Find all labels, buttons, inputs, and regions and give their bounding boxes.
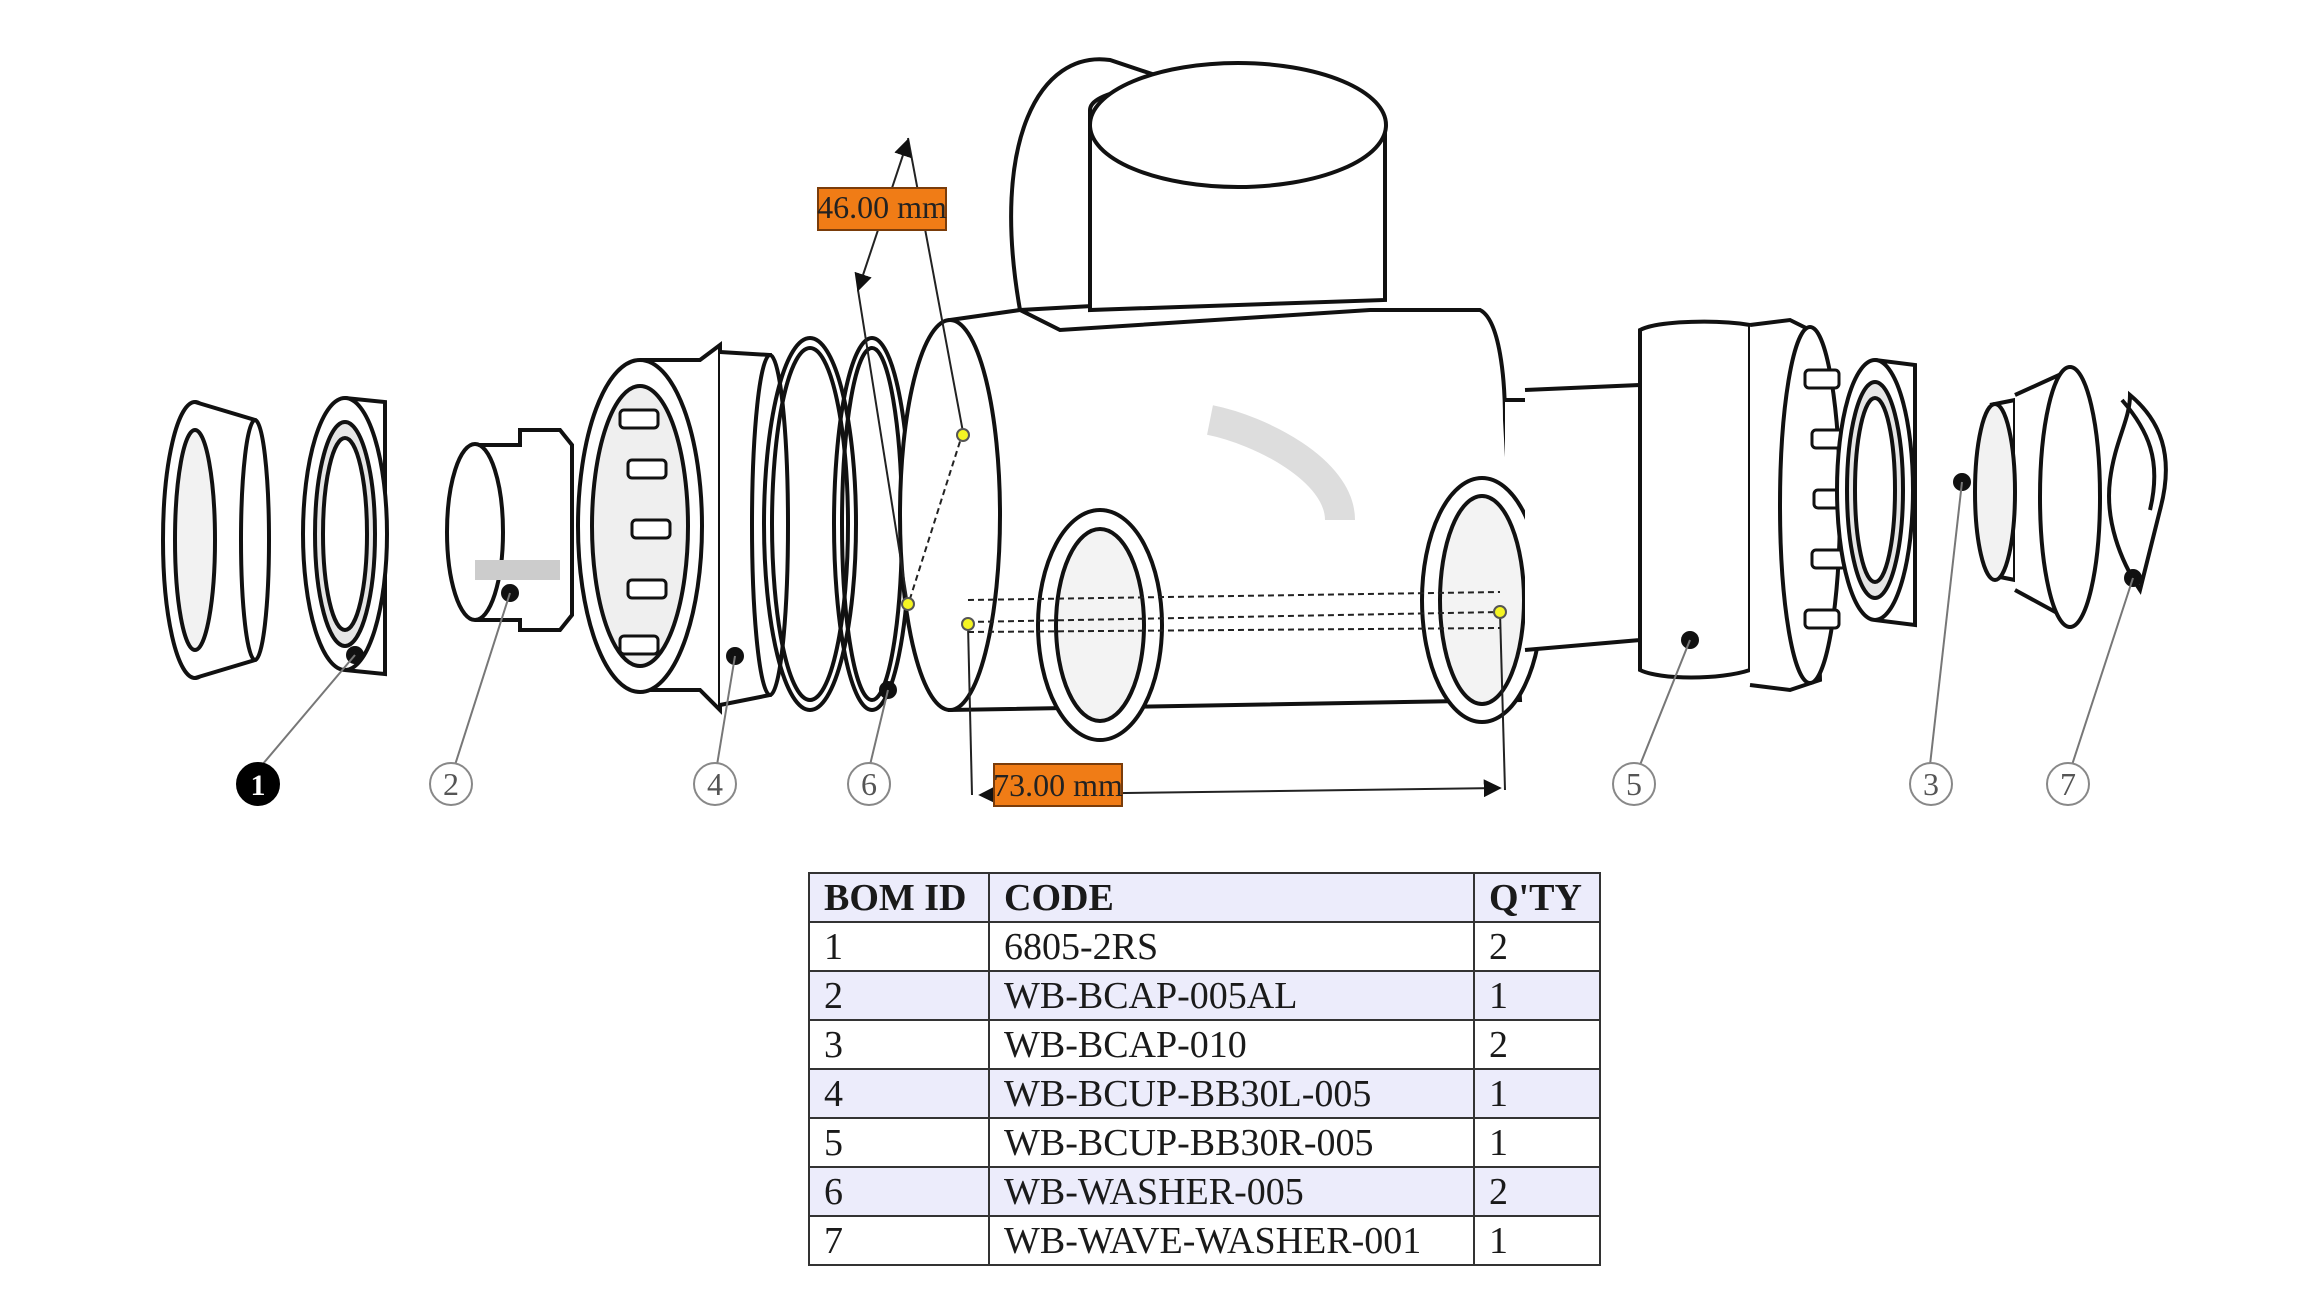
bom-cell-code: WB-BCUP-BB30R-005 xyxy=(988,1117,1475,1168)
svg-text:7: 7 xyxy=(2060,766,2076,802)
dimension-label-73: 73.00 mm xyxy=(993,767,1123,803)
bom-cell-qty: 1 xyxy=(1473,1215,1601,1266)
bom-cell-id: 3 xyxy=(808,1019,990,1070)
svg-text:3: 3 xyxy=(1923,766,1939,802)
bom-cell-id: 1 xyxy=(808,921,990,972)
callout-7[interactable]: 7 xyxy=(2046,762,2090,806)
bom-cell-code: WB-WAVE-WASHER-001 xyxy=(988,1215,1475,1266)
part-bearing-cap-left[interactable] xyxy=(161,400,271,680)
part-bearing-right[interactable] xyxy=(1835,358,1917,628)
bom-cell-qty: 1 xyxy=(1473,1068,1601,1119)
bom-header-row: BOM ID CODE Q'TY xyxy=(808,872,1601,923)
table-row[interactable]: 4 WB-BCUP-BB30L-005 1 xyxy=(808,1068,1601,1119)
dimension-tag-46[interactable]: 46.00 mm xyxy=(817,187,947,231)
bom-cell-code: 6805-2RS xyxy=(988,921,1475,972)
svg-text:4: 4 xyxy=(707,766,723,802)
svg-text:1: 1 xyxy=(251,769,266,802)
part-housing xyxy=(898,57,1547,742)
callout-3[interactable]: 3 xyxy=(1909,762,1953,806)
bom-header-code: CODE xyxy=(988,872,1475,923)
bom-cell-id: 4 xyxy=(808,1068,990,1119)
bom-header-id: BOM ID xyxy=(808,872,990,923)
bom-cell-id: 2 xyxy=(808,970,990,1021)
part-cup-bb30l[interactable] xyxy=(576,341,790,715)
dimension-construction xyxy=(854,137,1506,804)
bom-cell-qty: 2 xyxy=(1473,1019,1601,1070)
bom-cell-code: WB-BCAP-005AL xyxy=(988,970,1475,1021)
bom-cell-code: WB-BCUP-BB30L-005 xyxy=(988,1068,1475,1119)
table-row[interactable]: 1 6805-2RS 2 xyxy=(808,921,1601,972)
table-row[interactable]: 5 WB-BCUP-BB30R-005 1 xyxy=(808,1117,1601,1168)
svg-text:6: 6 xyxy=(861,766,877,802)
bom-header-qty: Q'TY xyxy=(1473,872,1601,923)
measure-points[interactable] xyxy=(901,428,1507,631)
svg-text:2: 2 xyxy=(443,766,459,802)
part-bearing-6805[interactable] xyxy=(301,396,389,677)
svg-text:5: 5 xyxy=(1626,766,1642,802)
leader-lines xyxy=(261,481,2134,766)
table-row[interactable]: 6 WB-WASHER-005 2 xyxy=(808,1166,1601,1217)
part-cup-bb30r[interactable] xyxy=(1524,317,1850,693)
table-row[interactable]: 2 WB-BCAP-005AL 1 xyxy=(808,970,1601,1021)
callout-6[interactable]: 6 xyxy=(847,762,891,806)
table-row[interactable]: 7 WB-WAVE-WASHER-001 1 xyxy=(808,1215,1601,1266)
bom-cell-id: 7 xyxy=(808,1215,990,1266)
bom-cell-qty: 2 xyxy=(1473,921,1601,972)
bom-cell-code: WB-WASHER-005 xyxy=(988,1166,1475,1217)
bom-cell-id: 5 xyxy=(808,1117,990,1168)
part-wave-washer[interactable] xyxy=(2107,390,2168,595)
table-row[interactable]: 3 WB-BCAP-010 2 xyxy=(808,1019,1601,1070)
callout-4[interactable]: 4 xyxy=(693,762,737,806)
bom-cell-id: 6 xyxy=(808,1166,990,1217)
bom-cell-qty: 1 xyxy=(1473,970,1601,1021)
callout-5[interactable]: 5 xyxy=(1612,762,1656,806)
dimension-label-46: 46.00 mm xyxy=(817,189,947,225)
part-bearing-cap-005al[interactable] xyxy=(445,428,574,632)
callout-1[interactable]: 1 xyxy=(236,762,280,806)
part-bearing-cap-010[interactable] xyxy=(1953,365,2102,629)
bom-table: BOM ID CODE Q'TY 1 6805-2RS 2 2 WB-BCAP-… xyxy=(808,872,1601,1266)
bom-cell-qty: 2 xyxy=(1473,1166,1601,1217)
bom-cell-code: WB-BCAP-010 xyxy=(988,1019,1475,1070)
callout-2[interactable]: 2 xyxy=(429,762,473,806)
bom-cell-qty: 1 xyxy=(1473,1117,1601,1168)
dimension-tag-73[interactable]: 73.00 mm xyxy=(993,763,1123,807)
